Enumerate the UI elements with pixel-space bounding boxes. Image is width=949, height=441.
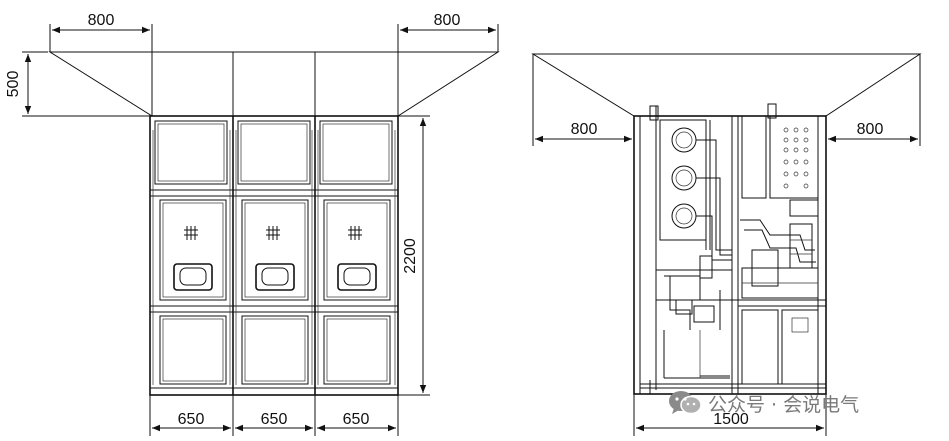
dim-left-height: 500 xyxy=(5,51,150,117)
dim-side-right-label: 800 xyxy=(857,121,884,138)
dim-side-left: 800 xyxy=(535,121,632,143)
watermark-text: 公众号 · 会说电气 xyxy=(708,393,860,416)
cabinet-3-grille xyxy=(348,226,362,240)
cabinet-1-grille xyxy=(184,226,198,240)
cabinet-1 xyxy=(152,120,231,385)
busbar-compartment xyxy=(659,119,732,261)
dim-right-height: 2200 xyxy=(398,115,430,396)
bushing-3 xyxy=(671,203,697,229)
dim-side-left-label: 800 xyxy=(571,121,598,138)
dim-left-height-label: 500 xyxy=(5,71,22,98)
cable-compartment xyxy=(649,309,819,394)
bushing-2 xyxy=(671,165,697,191)
cabinet-2-grille xyxy=(266,226,280,240)
breaker-compartment xyxy=(664,219,819,330)
front-view: 800 800 500 xyxy=(5,12,500,436)
dim-bottom-2-label: 650 xyxy=(261,411,288,428)
wechat-icon xyxy=(668,390,702,416)
cabinet-3 xyxy=(317,120,396,385)
dim-side-bottom-label: 1500 xyxy=(713,411,749,428)
relay-compartment xyxy=(741,103,819,217)
bushing-1 xyxy=(671,127,697,153)
side-view: 800 800 xyxy=(531,53,922,436)
dim-top-left-label: 800 xyxy=(88,12,115,29)
front-relief-hood xyxy=(48,24,500,117)
cabinet-2 xyxy=(235,120,313,385)
dim-side-bottom: 1500 xyxy=(633,394,827,436)
dim-bottom-front: 650 650 650 xyxy=(149,395,399,436)
dim-side-right: 800 xyxy=(828,121,918,143)
dim-right-height-label: 2200 xyxy=(402,238,419,274)
dim-bottom-1-label: 650 xyxy=(178,411,205,428)
relay-terminals xyxy=(783,127,809,189)
front-cabinets xyxy=(149,115,399,396)
cabinet-2-viewing-window xyxy=(255,263,295,291)
cabinet-1-viewing-window xyxy=(173,263,213,291)
side-cabinet-body xyxy=(633,105,827,395)
cabinet-3-viewing-window xyxy=(337,263,377,291)
dim-top-right: 800 xyxy=(400,12,496,34)
watermark: 公众号 · 会说电气 xyxy=(668,388,859,418)
dim-bottom-3-label: 650 xyxy=(343,411,370,428)
dim-top-left: 800 xyxy=(52,12,150,34)
dim-top-right-label: 800 xyxy=(434,12,461,29)
